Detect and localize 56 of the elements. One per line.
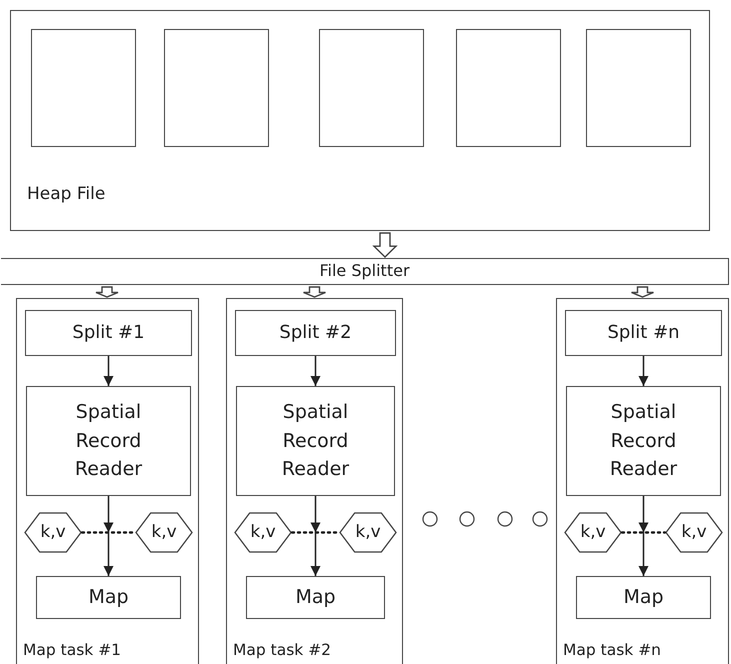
node-label: Split #1	[71, 321, 146, 345]
key-value-hexagon	[564, 512, 622, 553]
node-label: Split #2	[278, 321, 353, 345]
node-label: k,v	[681, 521, 707, 544]
map-task-panel	[16, 298, 199, 664]
node-label: Map	[294, 585, 337, 610]
key-value-hexagon	[135, 512, 193, 553]
node-label: Split #n	[606, 321, 681, 345]
page-box	[319, 29, 424, 147]
node-label: k,v	[580, 521, 606, 544]
hollow-arrow	[95, 286, 119, 298]
node-label: Map	[87, 585, 130, 610]
key-value-hexagon	[234, 512, 292, 553]
record-reader-box	[566, 386, 721, 496]
arrow	[310, 496, 320, 576]
key-value-hexagon	[339, 512, 397, 553]
task-label: Map task #2	[233, 640, 332, 660]
arrow	[104, 356, 114, 386]
heap-file-frame	[10, 10, 710, 231]
node-label: k,v	[151, 521, 177, 544]
map-task-panel	[556, 298, 729, 664]
task-label: Map task #n	[563, 640, 662, 660]
arrow	[638, 496, 648, 576]
map-box	[246, 576, 385, 619]
node-label: Map	[622, 585, 665, 610]
dotted-connector	[620, 531, 666, 534]
key-value-hexagon	[665, 512, 723, 553]
file-splitter-bar	[1, 258, 729, 285]
split-box	[25, 310, 192, 356]
node-label: k,v	[355, 521, 381, 544]
page-box	[164, 29, 269, 147]
split-box	[565, 310, 722, 356]
record-reader-box	[26, 386, 191, 496]
container-label: Heap File	[27, 183, 106, 206]
split-box	[235, 310, 396, 356]
node-label: File Splitter	[318, 261, 411, 282]
map-task-panel	[226, 298, 403, 664]
map-box	[576, 576, 711, 619]
arrow	[310, 356, 320, 386]
hollow-arrow	[302, 286, 326, 298]
arrow	[104, 496, 114, 576]
map-box	[36, 576, 181, 619]
key-value-hexagon	[24, 512, 82, 553]
page-box	[31, 29, 136, 147]
page-box	[586, 29, 691, 147]
node-label: Spatial Record Reader	[608, 400, 678, 482]
node-label: Spatial Record Reader	[280, 400, 350, 482]
node-label: Spatial Record Reader	[74, 400, 144, 482]
hollow-arrow	[630, 286, 654, 298]
page-box	[456, 29, 561, 147]
arrow	[638, 356, 648, 386]
task-label: Map task #1	[23, 640, 122, 660]
hollow-arrow	[372, 232, 398, 258]
node-label: k,v	[40, 521, 66, 544]
node-label: k,v	[250, 521, 276, 544]
record-reader-box	[236, 386, 395, 496]
